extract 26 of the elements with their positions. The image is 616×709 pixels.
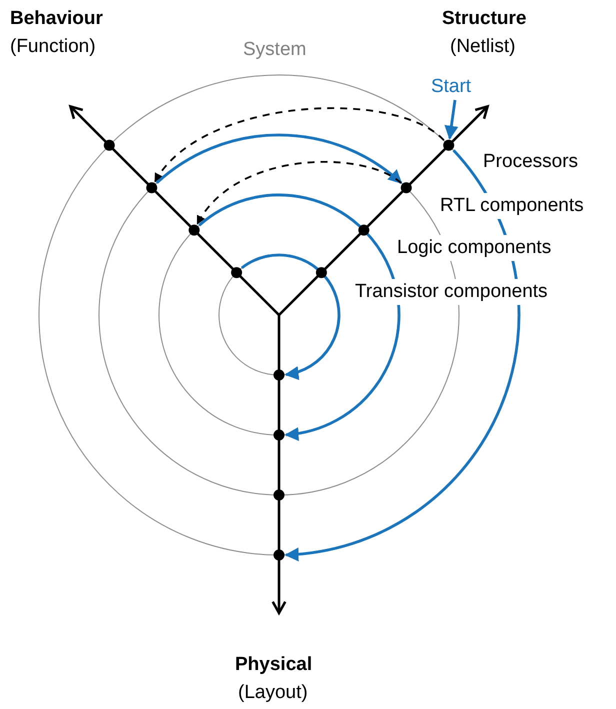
dot: [316, 267, 327, 278]
axis-title: Behaviour: [10, 7, 103, 31]
dot: [231, 267, 242, 278]
start-label: Start: [422, 72, 480, 100]
dot: [274, 370, 284, 380]
axis-subtitle: (Layout): [238, 681, 308, 705]
axis-title: Structure: [442, 7, 526, 31]
dot: [358, 224, 370, 236]
axis-subtitle: (Netlist): [450, 35, 516, 59]
dot: [400, 182, 412, 194]
dot: [188, 224, 200, 236]
dot: [146, 182, 158, 194]
dot: [443, 140, 454, 151]
arrow: [156, 134, 402, 184]
dot: [274, 430, 284, 440]
arrow: [198, 194, 400, 440]
axis-subtitle: (Function): [10, 35, 96, 59]
dot: [274, 490, 284, 500]
axis-title: Physical: [235, 653, 312, 677]
arrow: [241, 254, 340, 380]
arrow: [444, 100, 458, 140]
arrow: [154, 107, 444, 182]
arrow: [196, 161, 402, 225]
dot: [274, 550, 284, 560]
dot: [104, 140, 115, 151]
circle-label: System: [243, 38, 306, 62]
